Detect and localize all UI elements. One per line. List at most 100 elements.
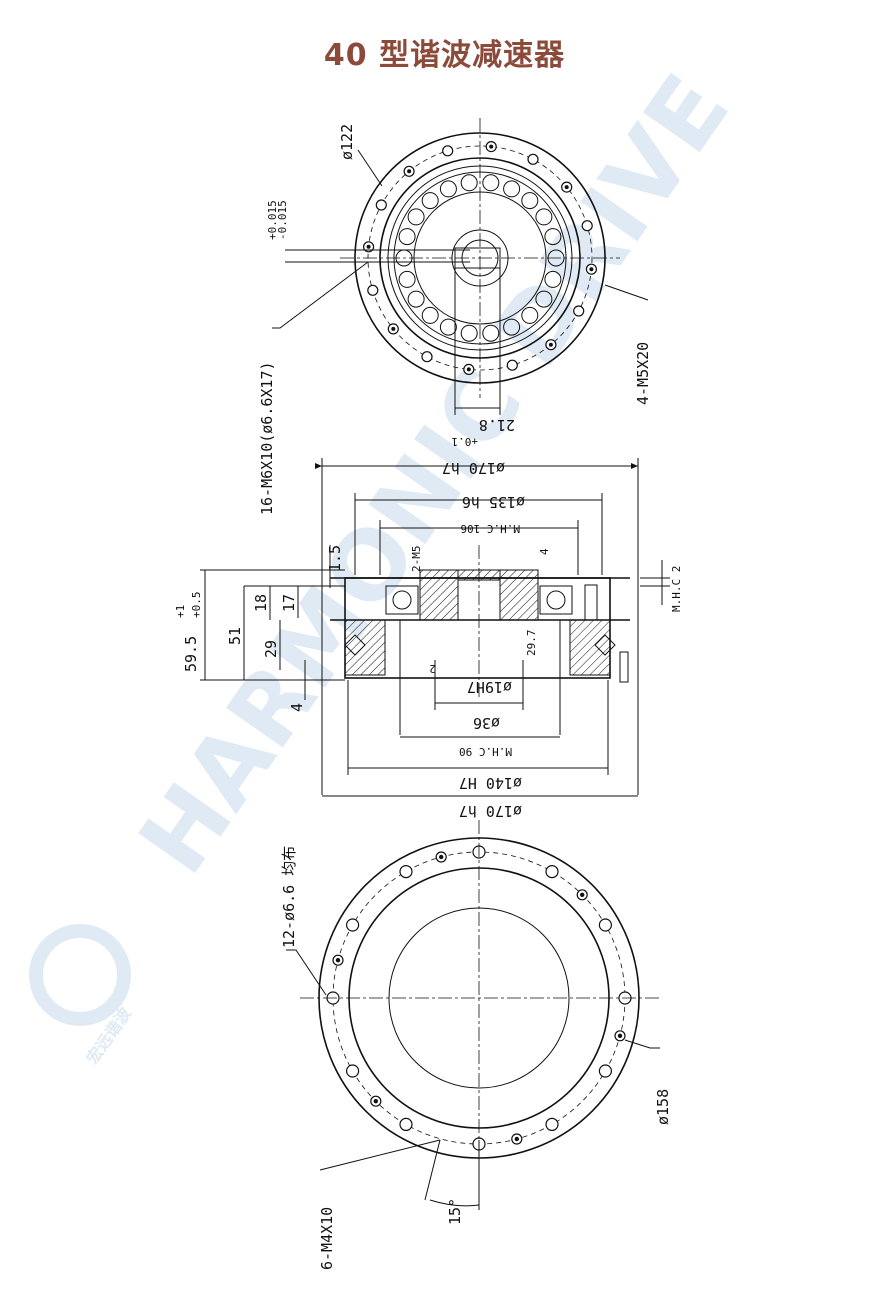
section-view	[200, 458, 670, 797]
bearing-ball-l	[392, 590, 412, 610]
h595-label: 59.5	[182, 636, 200, 672]
h18-label: 18	[252, 594, 270, 612]
bearing-ball	[503, 180, 521, 198]
section-hatch-2	[499, 569, 539, 621]
bearing-ball	[544, 228, 562, 246]
bearing-ball-r	[546, 590, 566, 610]
bearing-ball	[439, 318, 457, 336]
leader-6m4	[319, 1139, 441, 1171]
d170-top-label: ø170 h7	[442, 459, 505, 477]
pcd-hole	[598, 1064, 613, 1078]
holes-12-label: 12-ø6.6 均布	[280, 846, 298, 948]
h595-tol-lower: +0.5	[190, 592, 203, 619]
d140-label: ø140 H7	[459, 774, 522, 792]
dim-15-label: 1.5	[326, 545, 344, 572]
bearing-ball	[521, 192, 539, 210]
bearing-left	[385, 585, 419, 615]
tapped-hole-center	[373, 1099, 378, 1104]
angle-15-label: 15°	[446, 1198, 464, 1225]
leader-bolt	[272, 261, 369, 329]
angle-line-1	[424, 1139, 441, 1201]
stud-right	[619, 651, 629, 683]
tapped-holes-label: 4-M5X20	[634, 342, 652, 405]
dia122-label: ø122	[338, 124, 356, 160]
tol-lower: -0.015	[276, 200, 289, 240]
tapped-hole-center	[439, 854, 444, 860]
pcd-hole	[346, 918, 360, 932]
bolt-hole-center	[564, 185, 569, 190]
bearing-ball	[503, 318, 521, 336]
bolt-hole-center	[407, 169, 412, 174]
angle-arc	[429, 1199, 480, 1207]
leader-12holes	[286, 949, 327, 996]
bearing-ball	[521, 306, 539, 324]
bolt-hole	[442, 145, 454, 157]
bearing-balls	[395, 174, 565, 342]
tapped-hole-center	[514, 1136, 519, 1142]
bolt-hole-center	[589, 267, 594, 272]
bearing-ball	[482, 324, 500, 342]
section-hatch-1	[419, 569, 459, 621]
mhc90-label: M.H.C 90	[459, 745, 512, 758]
bearing-ball	[421, 306, 439, 324]
bolt-hole	[527, 153, 539, 165]
leader-tap	[604, 284, 649, 301]
top-holes	[363, 141, 598, 375]
bolt-hole-center	[489, 144, 494, 149]
pcd-hole	[598, 918, 613, 932]
pcd-hole	[399, 864, 413, 879]
bearing-ball	[398, 270, 416, 288]
h29-label: 29	[262, 640, 280, 658]
top-view	[272, 118, 649, 415]
bearing-ball	[544, 270, 562, 288]
pcd-hole	[545, 864, 559, 879]
bearing-ball	[535, 208, 553, 226]
leader-158	[624, 1039, 660, 1049]
bolt-right	[584, 584, 598, 621]
bolt-hole-center	[366, 244, 371, 249]
bolt-hole	[573, 305, 585, 317]
h51-label: 51	[226, 627, 244, 645]
dim-297-label: 29.7	[525, 630, 538, 657]
bolt-hole-center	[391, 326, 396, 331]
d135-label: ø135 h6	[462, 493, 525, 511]
watermark-logo	[29, 924, 131, 1026]
d170-bottom-label: ø170 h7	[459, 802, 522, 820]
dim-4-top-label: 4	[538, 548, 551, 555]
bolt-hole	[581, 220, 593, 232]
keyway-label: 21.8	[479, 416, 515, 434]
mhc2-label: M.H.C 2	[670, 566, 683, 612]
bolt-hole	[367, 284, 379, 296]
bearing-ball	[439, 180, 457, 198]
pcd-hole	[346, 1064, 360, 1078]
bearing-right	[539, 585, 573, 615]
d36-label: ø36	[473, 714, 500, 732]
bolt-hole-center	[466, 367, 471, 372]
bearing-ball	[398, 228, 416, 246]
section-hatch-4	[569, 619, 611, 676]
bolt-hole-center	[548, 342, 553, 347]
roller-right	[594, 634, 616, 656]
pcd-hole	[545, 1117, 559, 1132]
pcd-158-label: ø158	[654, 1089, 672, 1125]
pcd-hole	[399, 1117, 413, 1132]
d19-label: ø19H7	[467, 678, 512, 696]
h17-label: 17	[280, 594, 298, 612]
leader-dia122	[357, 149, 383, 187]
bearing-ball	[460, 174, 478, 192]
tol-upper: +0.015	[266, 200, 279, 240]
tapped-hole-center	[335, 958, 341, 963]
tapped-6m4-label: 6-M4X10	[318, 1207, 336, 1270]
bearing-ball	[535, 290, 553, 308]
bottom-view	[286, 820, 660, 1210]
tap-2m5-label: 2-M5	[410, 546, 423, 573]
dim-2-label: 2	[429, 662, 436, 675]
h595-tol-upper: +1	[174, 605, 187, 618]
bearing-ball	[460, 324, 478, 342]
bolt-hole	[506, 359, 518, 371]
bearing-ball	[407, 208, 425, 226]
keyway	[454, 247, 501, 269]
mhc106-label: M.H.C 106	[460, 522, 520, 535]
